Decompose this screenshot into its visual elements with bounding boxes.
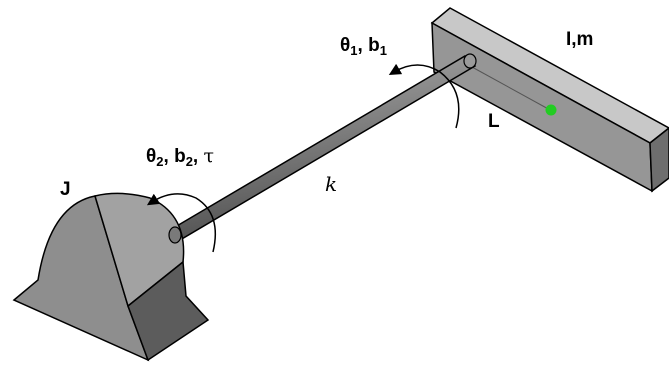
- joint1-label: θ1, b1: [340, 35, 387, 58]
- motor-inertia-label: J: [60, 179, 71, 200]
- motor-base: [12, 192, 210, 362]
- rotation-arrow-2: [146, 193, 217, 253]
- link-length-label: L: [488, 111, 500, 132]
- flexible-shaft: [168, 53, 477, 241]
- stiffness-label: k: [325, 172, 338, 196]
- joint2-label: θ2, b2, τ: [146, 145, 214, 169]
- link-params-label: I,m: [566, 29, 594, 50]
- motor-base-side: [127, 260, 210, 362]
- rotation-arrow-1: [388, 63, 460, 129]
- shaft-hub: [168, 226, 182, 244]
- center-of-mass-dot: [545, 104, 557, 116]
- link-bar-end-face: [649, 127, 669, 193]
- link-bar: [430, 7, 669, 193]
